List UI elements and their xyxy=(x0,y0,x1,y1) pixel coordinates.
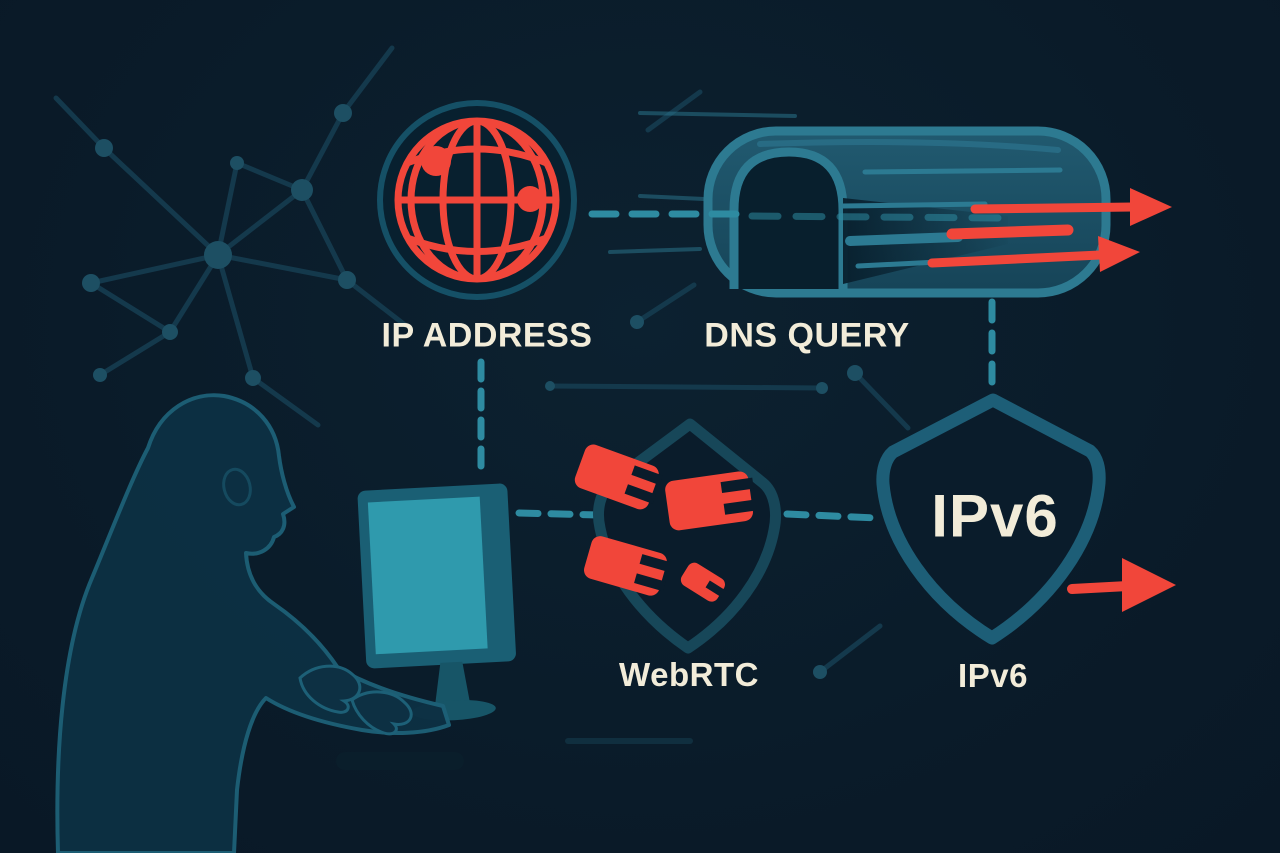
ip-globe-icon xyxy=(377,100,577,300)
person-silhouette xyxy=(55,393,451,853)
dns-tunnel-icon xyxy=(588,126,1172,298)
network-graph xyxy=(53,45,911,679)
leak-arrow-icon-ipv6 xyxy=(1067,558,1176,612)
label-dns-query: DNS QUERY xyxy=(704,316,910,355)
label-ipv6-caption: IPv6 xyxy=(958,657,1028,694)
ipv6-shield-text: IPv6 xyxy=(931,482,1059,550)
monitor-icon xyxy=(357,483,516,721)
motion-lines xyxy=(608,111,797,254)
keyboard-icon xyxy=(336,752,464,770)
leak-arrow-icon xyxy=(927,188,1172,272)
label-webrtc: WebRTC xyxy=(619,656,759,693)
webrtc-broken-shield-icon xyxy=(574,418,782,654)
ipv6-shield-icon xyxy=(876,393,1176,645)
dashed-connector-webrtc-ipv6 xyxy=(783,510,881,522)
label-ip-address: IP ADDRESS xyxy=(381,316,593,355)
dashed-connector-monitor-webrtc xyxy=(515,509,604,519)
desk-highlight xyxy=(565,738,693,744)
